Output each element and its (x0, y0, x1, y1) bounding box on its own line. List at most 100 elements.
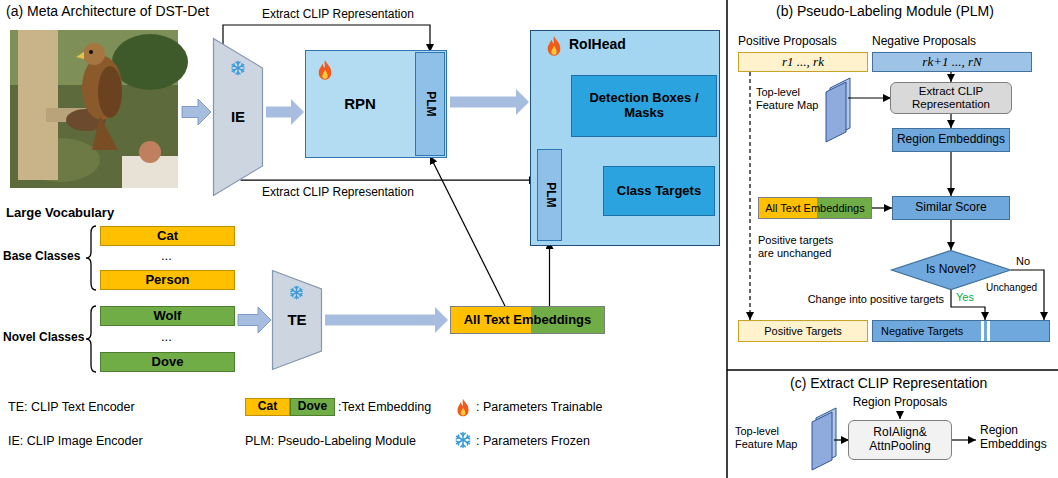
process-box: Region Embeddings (892, 128, 1010, 152)
connector (549, 241, 550, 306)
label-anchor: (a) Meta Architecture of DST-Det (6, 3, 209, 19)
label-anchor: No (1016, 255, 1030, 268)
connector (223, 25, 430, 52)
label-anchor: Top-level Feature Map (735, 425, 809, 450)
label-anchor: Top-level Feature Map (756, 86, 822, 111)
proposal-group: Negative Proposals rk+1 ..., rN (872, 33, 1032, 72)
connector (872, 207, 892, 208)
legend-text: :Text Embedding (338, 400, 431, 414)
feature-line (848, 97, 891, 98)
curly-brace (86, 306, 96, 372)
flow-line (834, 439, 849, 440)
group-title: Large Vocabulary (6, 206, 114, 221)
node-label: All Text Embeddings (765, 202, 864, 215)
connector (950, 72, 951, 82)
label-anchor: IE: CLIP Image Encoder (8, 434, 143, 448)
box-heading: RoIHead (569, 36, 626, 52)
image-encoder: IE (213, 38, 263, 196)
trainable-icon (316, 59, 334, 81)
branch-note: Change into positive targets (744, 293, 944, 306)
class-box: Person (100, 270, 235, 290)
node-label: Negative Targets (881, 325, 963, 338)
feature-map (826, 78, 850, 142)
class-box: Cat (100, 226, 235, 246)
node-label: Detection Boxes / Masks (572, 91, 716, 121)
process-box: Similar Score (892, 196, 1010, 220)
label-anchor: (b) Pseudo-Labeling Module (PLM) (776, 3, 994, 19)
feature-map-label: Top-level Feature Map (756, 86, 822, 111)
node-label: Dove (298, 400, 327, 414)
input-label: Region Proposals (850, 396, 950, 410)
flow-arrow (450, 97, 516, 108)
process-box: Extract CLIP Representation (890, 82, 1012, 114)
node-label: Wolf (154, 309, 182, 324)
legend-entry: : Parameters Trainable (476, 400, 602, 414)
connector (749, 72, 750, 320)
feature-map (812, 408, 836, 470)
process-box: RoIAlign& AttnPooling (848, 420, 952, 460)
text-encoder: TE (272, 270, 322, 370)
label-anchor: Positive targets are unchanged (758, 234, 850, 259)
legend-entry: :Text Embedding (338, 400, 431, 414)
legend-text: : Parameters Frozen (476, 434, 590, 448)
flow-arrow (182, 99, 211, 125)
edge-label: Extract CLIP Representation (262, 8, 414, 22)
node-label: IE (231, 108, 245, 125)
node-label: PLM (423, 91, 437, 116)
node-outline (273, 271, 322, 370)
node-label: Similar Score (915, 201, 986, 215)
frozen-icon (456, 433, 470, 448)
ellipsis: ... (161, 249, 172, 264)
embedding-bar: All Text Embeddings (758, 197, 872, 219)
connector (241, 180, 538, 181)
target-box: Negative Targets (872, 320, 1050, 342)
flow-arrow (325, 315, 435, 326)
label-anchor: (c) Extract CLIP Representation (790, 375, 987, 391)
panel-title: (b) Pseudo-Labeling Module (PLM) (776, 3, 994, 19)
target-box: Positive Targets (738, 320, 868, 342)
edge-label: Extract CLIP Representation (262, 186, 414, 200)
label-anchor: Large Vocabulary (6, 206, 114, 221)
group-heading: Positive Proposals (738, 33, 868, 52)
rpn-box: RPNPLM (305, 50, 447, 158)
flow-arrow (266, 107, 291, 118)
group-heading: Negative Proposals (872, 33, 1032, 52)
label-anchor: Region Proposals (850, 396, 950, 410)
node-label: Dove (152, 355, 184, 370)
edge-label: No (1016, 255, 1030, 268)
class-box: Dove (100, 352, 235, 372)
label-anchor: Extract CLIP Representation (262, 186, 414, 200)
panel-divider (726, 0, 728, 478)
photo-illustration (10, 30, 188, 188)
panel-title: (c) Extract CLIP Representation (790, 375, 987, 391)
node-label: Is Novel? (926, 263, 976, 277)
proposal-box: r1 ..., rk (738, 52, 868, 72)
node-label: All Text Embeddings (464, 313, 592, 328)
node-label: Extract CLIP Representation (891, 85, 1011, 111)
node-label: Cat (258, 400, 277, 414)
proposal-range: r1 ..., rk (782, 55, 824, 70)
label-anchor: Novel Classes (3, 331, 84, 345)
panel-divider (727, 369, 1058, 371)
trainable-icon (457, 399, 468, 416)
edge-label: Yes (956, 291, 974, 304)
connector (950, 220, 951, 250)
flow-arrow (238, 307, 271, 333)
feature-map-label: Top-level Feature Map (735, 425, 809, 450)
flow-line (951, 439, 976, 440)
group-title: Base Classes (3, 250, 80, 264)
legend-note: IE: CLIP Image Encoder (8, 434, 143, 448)
node-label: RoIAlign& AttnPooling (849, 426, 951, 454)
label-anchor: ... (161, 249, 172, 264)
label-anchor: Region Embeddings (980, 424, 1054, 452)
legend-sample: Dove (290, 398, 335, 416)
node-label: Person (145, 273, 189, 288)
ellipsis: ... (161, 330, 172, 345)
node-label: PLM (543, 182, 557, 207)
connector (951, 290, 985, 320)
label-anchor: ... (161, 330, 172, 345)
proposal-range: rk+1 ..., rN (922, 55, 981, 70)
label-anchor: PLM: Pseudo-Labeling Module (245, 434, 416, 448)
label-anchor: Change into positive targets (744, 293, 944, 306)
legend-sample: Cat (245, 398, 290, 416)
